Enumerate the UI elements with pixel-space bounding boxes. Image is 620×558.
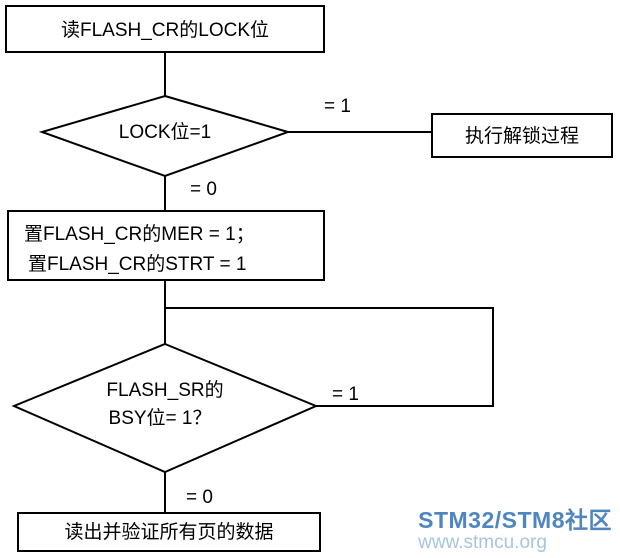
node-unlock: 执行解锁过程 <box>431 113 613 158</box>
connectors <box>164 52 494 513</box>
watermark: STM32/STM8社区 www.stmcu.org <box>418 507 612 553</box>
node-lock-decision: LOCK位=1 <box>38 94 292 178</box>
node-set-bits-line1: 置FLASH_CR的MER = 1； <box>24 223 255 245</box>
watermark-brand: STM32/STM8社区 <box>418 507 612 533</box>
edge-bsy-loop <box>165 307 494 407</box>
node-set-bits: 置FLASH_CR的MER = 1； 置FLASH_CR的STRT = 1 <box>7 210 325 281</box>
node-read-lock-label: 读FLASH_CR的LOCK位 <box>61 19 269 41</box>
node-bsy-decision-line1: FLASH_SR的 <box>106 379 223 401</box>
node-set-bits-line2: 置FLASH_CR的STRT = 1 <box>28 253 246 275</box>
node-lock-decision-label: LOCK位=1 <box>119 121 211 143</box>
edge-label-bsy-no: = 0 <box>186 487 213 508</box>
node-bsy-decision-line2: BSY位= 1？ <box>109 407 212 429</box>
node-verify: 读出并验证所有页的数据 <box>17 512 321 552</box>
edge-label-lock-yes: = 1 <box>324 96 351 117</box>
edge-label-bsy-yes: = 1 <box>332 384 359 405</box>
watermark-url: www.stmcu.org <box>418 532 547 553</box>
node-unlock-label: 执行解锁过程 <box>465 125 579 147</box>
node-verify-label: 读出并验证所有页的数据 <box>64 521 273 543</box>
node-read-lock: 读FLASH_CR的LOCK位 <box>5 5 325 53</box>
node-bsy-decision: FLASH_SR的 BSY位= 1？ <box>11 342 319 474</box>
edge-label-lock-no: = 0 <box>190 179 217 200</box>
